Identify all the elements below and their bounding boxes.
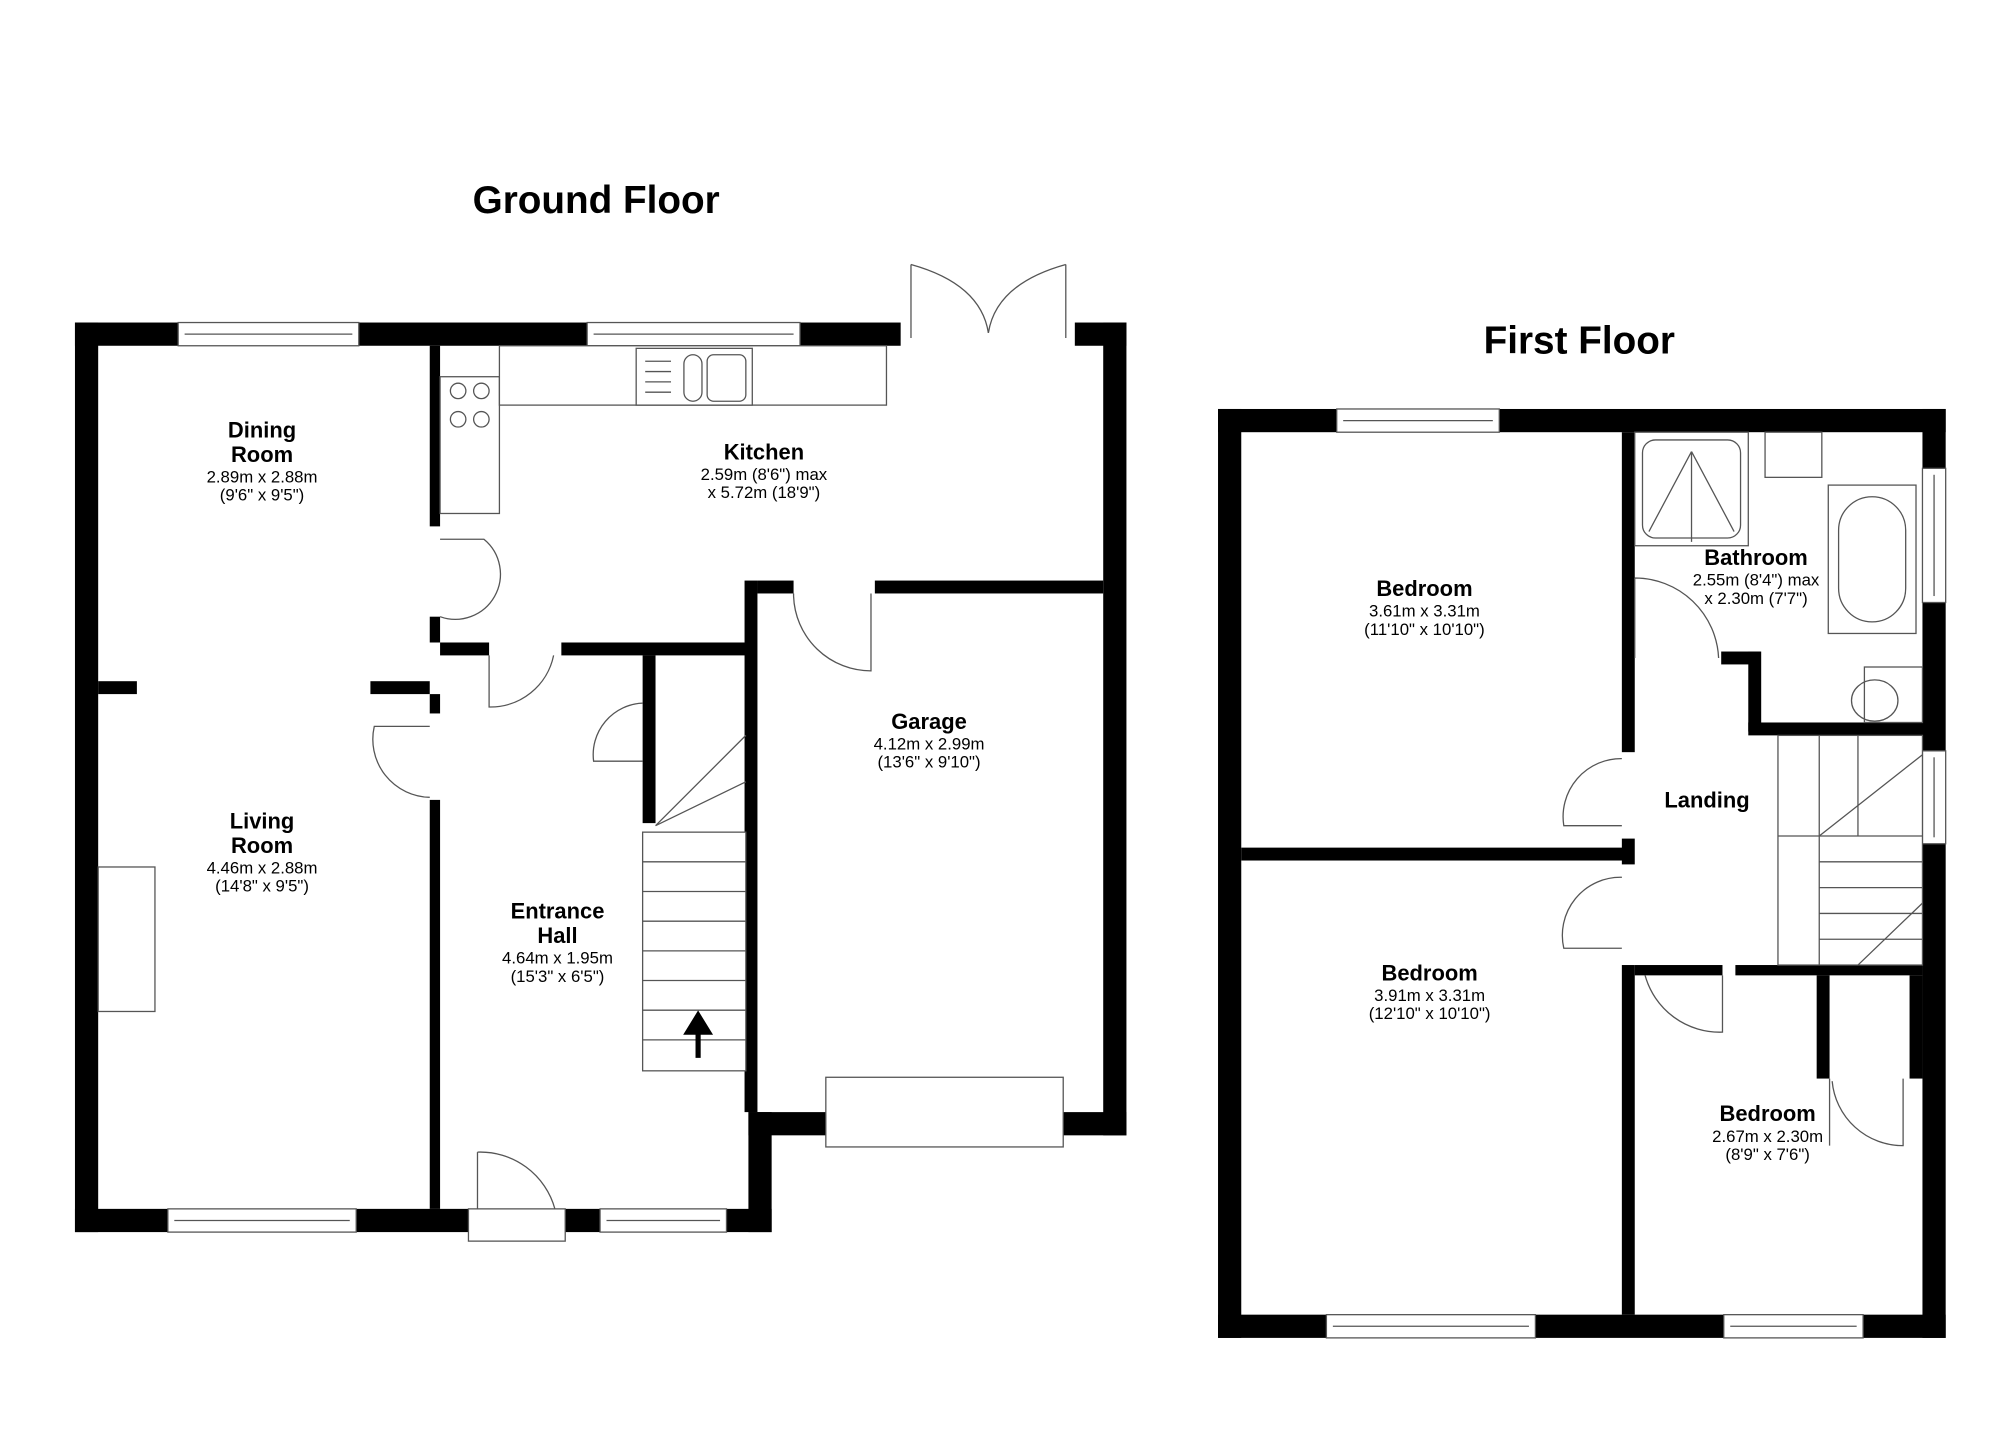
wall [370, 681, 430, 695]
door [1562, 757, 1622, 827]
basin [1764, 431, 1823, 479]
room-label-bedroom-2: Bedroom 3.91m x 3.31m (12'10" x 10'10") [1369, 961, 1491, 1024]
svg-text:Bedroom: Bedroom [1382, 961, 1478, 986]
door [592, 702, 643, 762]
wall [748, 1112, 772, 1233]
door-step [467, 1208, 566, 1242]
fireplace [97, 866, 156, 1013]
wall [744, 580, 758, 1113]
room-label-garage: Garage 4.12m x 2.99m (13'6" x 9'10") [874, 709, 985, 772]
svg-text:2.67m x 2.30m: 2.67m x 2.30m [1712, 1127, 1823, 1146]
wall [1634, 965, 1723, 976]
svg-text:Living: Living [230, 808, 295, 833]
wall [429, 616, 441, 643]
wall [1103, 322, 1127, 1136]
svg-text:3.61m x 3.31m: 3.61m x 3.31m [1369, 602, 1480, 621]
svg-text:Kitchen: Kitchen [724, 439, 804, 464]
svg-text:Hall: Hall [537, 923, 577, 948]
wall [642, 655, 656, 824]
ground-floor-plan: Ground Floor [74, 179, 1127, 1242]
staircase [1777, 734, 1924, 966]
room-label-entrance-hall: Entrance Hall 4.64m x 1.95m (15'3" x 6'5… [502, 899, 613, 986]
room-label-dining-room: Dining Room 2.89m x 2.88m (9'6" x 9'5") [207, 417, 318, 504]
door [439, 538, 502, 620]
wall [429, 345, 441, 527]
hob [439, 376, 501, 515]
garage-door [825, 1076, 1064, 1148]
wall [1735, 965, 1923, 976]
svg-text:4.12m x 2.99m: 4.12m x 2.99m [874, 735, 985, 754]
wall [1241, 847, 1629, 861]
wall [757, 580, 794, 594]
wall [1218, 408, 1946, 433]
svg-text:(8'9" x 7'6"): (8'9" x 7'6") [1725, 1145, 1809, 1164]
svg-text:Garage: Garage [891, 709, 967, 734]
cupboard-door [1828, 1078, 1904, 1147]
svg-text:(14'8" x 9'5"): (14'8" x 9'5") [215, 876, 309, 895]
up-arrow-icon [683, 1010, 714, 1058]
svg-text:(13'6" x 9'10"): (13'6" x 9'10") [877, 753, 980, 772]
door [372, 725, 430, 798]
wall [1621, 965, 1635, 1315]
svg-text:(15'3" x 6'5"): (15'3" x 6'5") [511, 967, 605, 986]
svg-text:Entrance: Entrance [511, 899, 605, 924]
svg-text:(11'10" x 10'10"): (11'10" x 10'10") [1364, 620, 1485, 639]
svg-text:2.59m (8'6") max: 2.59m (8'6") max [701, 465, 828, 484]
svg-text:Bedroom: Bedroom [1376, 576, 1472, 601]
wall [561, 642, 749, 656]
wall [874, 580, 1104, 594]
wall [1748, 722, 1929, 736]
wall [429, 799, 441, 1209]
room-label-living-room: Living Room 4.46m x 2.88m (14'8" x 9'5") [207, 808, 318, 895]
bath [1827, 484, 1917, 635]
door [1644, 975, 1724, 1033]
svg-text:Room: Room [231, 833, 293, 858]
room-label-bathroom: Bathroom 2.55m (8'4") max x 2.30m (7'7") [1693, 545, 1820, 608]
wall [429, 694, 441, 714]
svg-text:3.91m x 3.31m: 3.91m x 3.31m [1374, 986, 1485, 1005]
svg-text:Bedroom: Bedroom [1720, 1101, 1816, 1126]
svg-text:x 5.72m (18'9"): x 5.72m (18'9") [708, 483, 821, 502]
front-door [476, 1151, 556, 1210]
toilet [1863, 666, 1924, 724]
first-floor-title: First Floor [1484, 320, 1675, 363]
door [1561, 876, 1622, 949]
wall [98, 681, 137, 695]
first-floor-plan: First Floor [1218, 320, 1947, 1339]
svg-text:Landing: Landing [1664, 788, 1749, 813]
svg-text:4.64m x 1.95m: 4.64m x 1.95m [502, 949, 613, 968]
staircase [641, 734, 747, 1072]
svg-text:(12'10" x 10'10"): (12'10" x 10'10") [1369, 1004, 1491, 1023]
room-label-bedroom-1: Bedroom 3.61m x 3.31m (11'10" x 10'10") [1364, 576, 1485, 639]
wall [1909, 975, 1923, 1079]
wall [440, 642, 490, 656]
wall [1218, 408, 1242, 1338]
svg-text:(9'6" x 9'5"): (9'6" x 9'5") [220, 486, 304, 505]
svg-text:2.89m x 2.88m: 2.89m x 2.88m [207, 468, 318, 487]
svg-text:4.46m x 2.88m: 4.46m x 2.88m [207, 858, 318, 877]
wall [74, 322, 99, 1233]
wall [1748, 651, 1762, 732]
svg-text:Dining: Dining [228, 417, 296, 442]
ground-floor-title: Ground Floor [473, 179, 720, 222]
room-label-bedroom-3: Bedroom 2.67m x 2.30m (8'9" x 7'6") [1712, 1101, 1823, 1164]
room-label-landing: Landing [1664, 788, 1749, 813]
wall [1922, 408, 1946, 1338]
french-doors [910, 263, 1067, 339]
svg-text:x 2.30m (7'7"): x 2.30m (7'7") [1704, 589, 1807, 608]
wall [1816, 975, 1830, 1079]
door [488, 655, 555, 708]
door [792, 593, 872, 672]
sink [635, 347, 753, 406]
wall [1061, 1112, 1127, 1136]
door [1634, 577, 1720, 659]
svg-text:Room: Room [231, 442, 293, 467]
room-label-kitchen: Kitchen 2.59m (8'6") max x 5.72m (18'9") [701, 439, 828, 502]
svg-text:Bathroom: Bathroom [1704, 545, 1808, 570]
svg-text:2.55m (8'4") max: 2.55m (8'4") max [1693, 571, 1820, 590]
wall [1621, 838, 1635, 865]
wall [1621, 432, 1635, 753]
